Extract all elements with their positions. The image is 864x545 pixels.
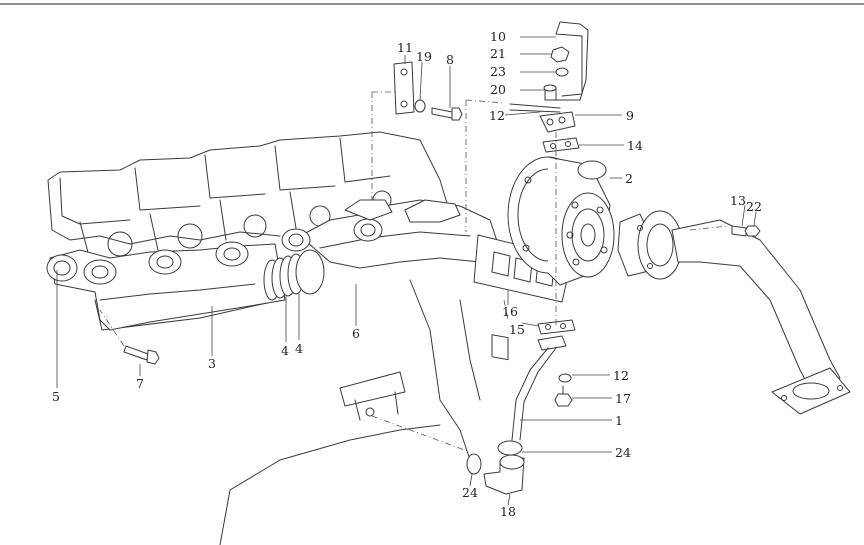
callout-10: 10	[490, 29, 506, 44]
callout-numbers: 10 21 23 20 12 9 14 2 11 19 8 13 22 16 1…	[52, 29, 762, 519]
turbocharger	[507, 156, 615, 286]
assembly-center-lines	[99, 91, 729, 453]
callout-3: 3	[208, 356, 216, 371]
callout-4-left: 4	[281, 343, 289, 358]
callout-6: 6	[352, 326, 360, 341]
callout-5: 5	[52, 389, 60, 404]
callout-7: 7	[136, 376, 144, 391]
exhaust-elbow-pipe	[617, 210, 851, 415]
exhaust-manifold	[46, 199, 501, 331]
callout-17: 17	[615, 391, 631, 406]
callout-20: 20	[490, 82, 506, 97]
callout-4-right: 4	[295, 341, 303, 356]
bracket-assembly	[393, 61, 463, 121]
leader-lines	[56, 36, 757, 506]
callout-13: 13	[730, 193, 746, 208]
callout-21: 21	[490, 46, 506, 61]
callout-9: 9	[626, 108, 634, 123]
callout-16: 16	[502, 304, 518, 319]
cylinder-head-block	[47, 131, 481, 545]
callout-23: 23	[490, 64, 506, 79]
callout-2: 2	[625, 171, 633, 186]
callout-24-left: 24	[462, 485, 478, 500]
callout-14: 14	[627, 138, 643, 153]
callout-1: 1	[615, 413, 623, 428]
callout-19: 19	[416, 49, 432, 64]
callout-8: 8	[446, 52, 454, 67]
callout-12-bottom: 12	[613, 368, 629, 383]
bolt-7	[123, 345, 160, 365]
callout-11: 11	[397, 40, 413, 55]
callout-15: 15	[509, 322, 525, 337]
callout-22: 22	[746, 199, 762, 214]
gasket-16	[473, 234, 573, 361]
callout-24-right: 24	[615, 445, 631, 460]
callout-12-top: 12	[489, 108, 505, 123]
oil-feed-pipe	[509, 21, 589, 153]
callout-18: 18	[500, 504, 516, 519]
oil-return-pipe	[466, 319, 576, 495]
